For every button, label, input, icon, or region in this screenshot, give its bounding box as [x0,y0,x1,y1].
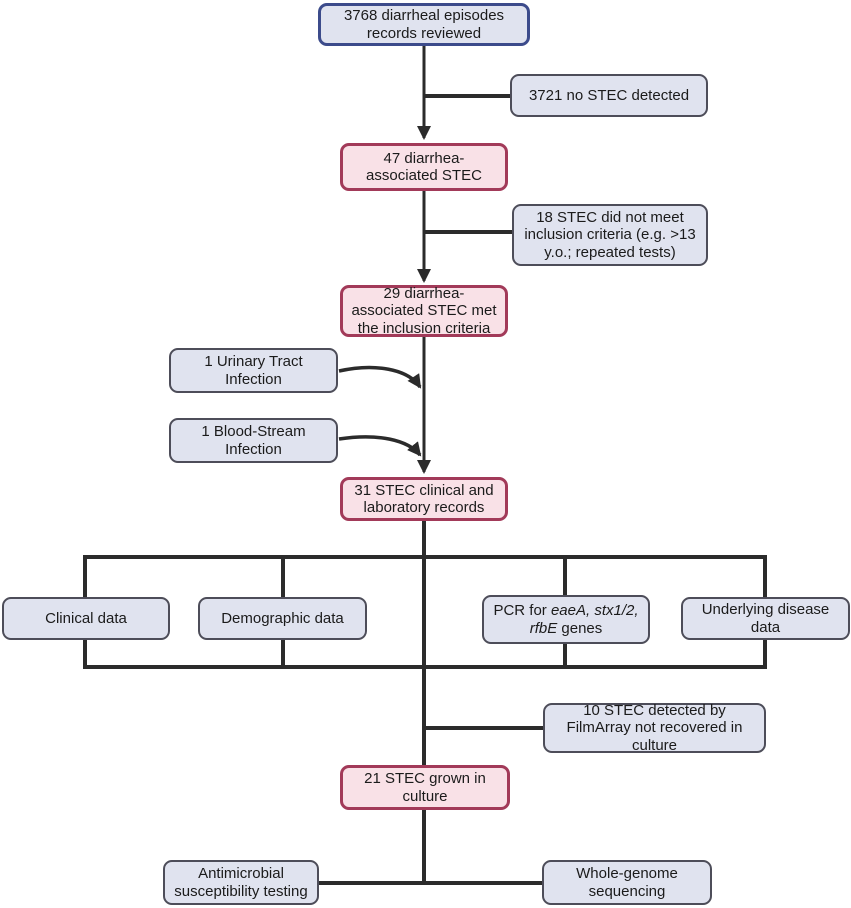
node-label: 31 STEC clinical and laboratory records [354,481,494,516]
node-label: 1 Urinary Tract Infection [204,353,303,388]
node-label: 18 STEC did not meet inclusion criteria … [524,209,696,261]
node-filmarray-not-recovered: 10 STEC detected by FilmArray not recove… [543,702,766,754]
node-blood-stream-infection: 1 Blood-Stream Infection [169,418,338,463]
node-clinical-data: Clinical data [2,597,170,640]
node-label: Underlying disease data [701,601,830,636]
node-label: Antimicrobial susceptibility testing [174,865,308,900]
node-label: Demographic data [221,609,344,627]
node-label: Clinical data [45,609,127,627]
node-label: Whole-genome sequencing [576,865,678,900]
node-episodes-reviewed: 3768 diarrheal episodes records reviewed [318,3,530,46]
node-underlying-disease-data: Underlying disease data [681,597,850,640]
node-label: 47 diarrhea-associated STEC [366,149,482,184]
node-whole-genome-sequencing: Whole-genome sequencing [542,860,712,905]
node-antimicrobial-susceptibility: Antimicrobial susceptibility testing [163,860,319,905]
node-not-meet-criteria: 18 STEC did not meet inclusion criteria … [512,204,708,266]
node-pcr-genes: PCR for eaeA, stx1/2, rfbE genes [482,595,650,644]
node-label: 1 Blood-Stream Infection [201,423,306,458]
node-label: 21 STEC grown in culture [364,770,486,805]
node-demographic-data: Demographic data [198,597,367,640]
node-31-stec-records: 31 STEC clinical and laboratory records [340,477,508,521]
node-no-stec-detected: 3721 no STEC detected [510,74,708,117]
node-label: PCR for eaeA, stx1/2, rfbE genes [493,602,639,637]
node-label: 29 diarrhea-associated STEC met the incl… [351,285,497,337]
node-29-stec: 29 diarrhea-associated STEC met the incl… [340,285,508,337]
node-47-stec: 47 diarrhea-associated STEC [340,143,508,191]
node-urinary-tract-infection: 1 Urinary Tract Infection [169,348,338,393]
node-21-stec-culture: 21 STEC grown in culture [340,765,510,810]
node-label: 3768 diarrheal episodes records reviewed [343,7,505,42]
curved-arrow-uti [338,365,422,389]
node-label: 10 STEC detected by FilmArray not recove… [566,702,743,754]
node-label: 3721 no STEC detected [528,86,690,104]
curved-arrow-bsi [338,435,422,457]
